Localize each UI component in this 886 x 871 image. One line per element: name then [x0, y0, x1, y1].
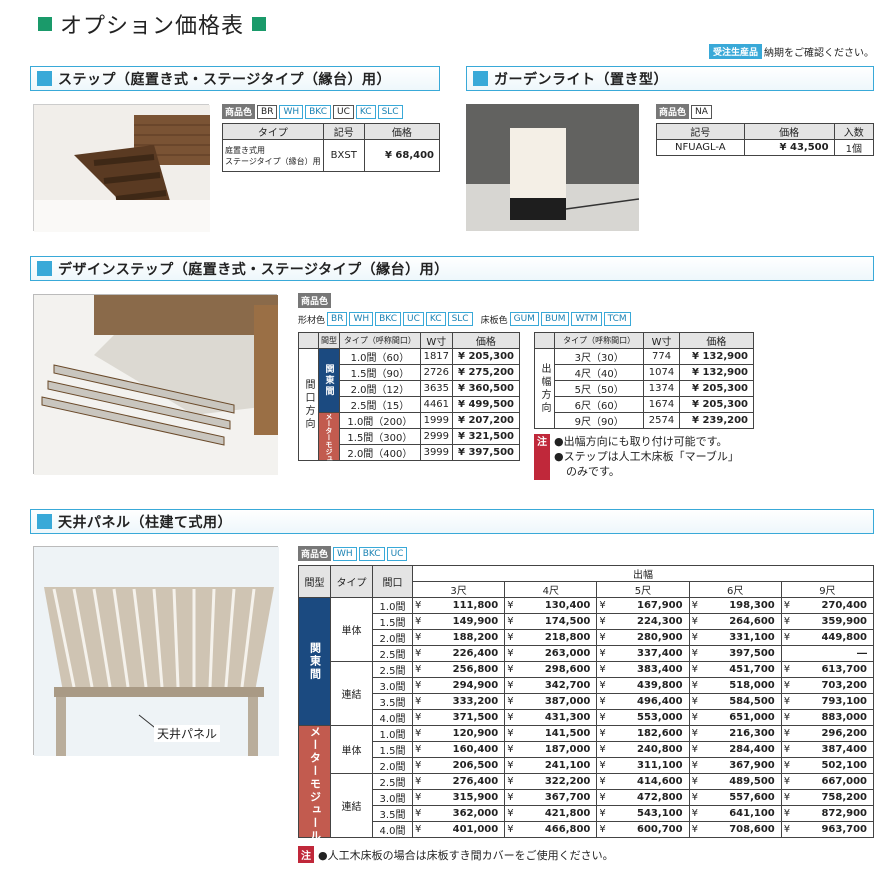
- color-chip: BKC: [375, 312, 401, 326]
- color-chip: WH: [349, 312, 374, 326]
- color-chip: UC: [333, 104, 354, 119]
- ceiling-photo: 天井パネル: [33, 546, 279, 756]
- header-square-icon: [37, 71, 52, 86]
- page-title: オプション価格表: [30, 8, 274, 40]
- color-chip: UC: [386, 546, 408, 561]
- step-photo: [33, 104, 210, 232]
- table-row: 2.5間¥226,400¥263,000¥337,400¥397,500―: [299, 645, 874, 662]
- table-row: 1.5間¥160,400¥187,000¥240,800¥284,400¥387…: [299, 741, 874, 758]
- design-step-note: 注 ●出幅方向にも取り付け可能です。●ステップは人工木床板「マーブル」のみです。: [534, 434, 764, 480]
- table-row: 2.0間¥188,200¥218,800¥280,900¥331,100¥449…: [299, 629, 874, 646]
- header-square-icon: [473, 71, 488, 86]
- design-color-row: 形材色 BR WH BKC UC KC SLC 床板色 GUM BUM WTM …: [298, 312, 631, 326]
- color-chip: WH: [279, 104, 304, 119]
- title-square-icon: [38, 17, 52, 31]
- table-row: 4.0間¥401,000¥466,800¥600,700¥708,600¥963…: [299, 821, 874, 838]
- callout-label: 天井パネル: [154, 725, 221, 742]
- color-chip: WTM: [571, 312, 602, 326]
- color-chip: BR: [327, 312, 348, 326]
- section-header-design-step: デザインステップ（庭置き式・ステージタイプ（縁台）用）: [30, 256, 874, 281]
- color-chip: KC: [425, 312, 446, 326]
- color-chip: WH: [333, 546, 357, 561]
- color-chip: SLC: [447, 312, 473, 326]
- color-chip: BUM: [540, 312, 570, 326]
- light-photo: [466, 104, 640, 231]
- table-row: 1.5間¥149,900¥174,500¥224,300¥264,600¥359…: [299, 613, 874, 630]
- design-step-image: [34, 295, 278, 475]
- title-square-icon: [252, 17, 267, 31]
- notice: 受注生産品 納期をご確認ください。: [708, 44, 874, 59]
- page-title-text: オプション価格表: [60, 14, 245, 39]
- notice-text: 納期をご確認ください。: [764, 48, 874, 59]
- section-header-step: ステップ（庭置き式・ステージタイプ（縁台）用）: [30, 66, 440, 91]
- color-chip: BR: [257, 104, 278, 119]
- color-chip: KC: [355, 104, 376, 119]
- color-chip: UC: [403, 312, 424, 326]
- table-row: 3.0間¥315,900¥367,700¥472,800¥557,600¥758…: [299, 789, 874, 806]
- color-chip: SLC: [377, 104, 403, 119]
- table-row: 3.0間¥294,900¥342,700¥439,800¥518,000¥703…: [299, 677, 874, 694]
- color-chip: NA: [691, 104, 712, 119]
- notice-tag: 受注生産品: [708, 44, 762, 59]
- light-color-row: 商品色 NA: [656, 104, 712, 119]
- ceiling-note: 注●人工木床板の場合は床板すき間カバーをご使用ください。: [298, 846, 614, 863]
- table-row: 4.0間¥371,500¥431,300¥553,000¥651,000¥883…: [299, 709, 874, 726]
- color-chip: BKC: [305, 104, 331, 119]
- color-chip: BKC: [358, 546, 385, 561]
- design-step-photo: [33, 294, 278, 475]
- ceiling-color-row: 商品色 WH BKC UC: [298, 546, 408, 561]
- light-image: [466, 104, 640, 231]
- table-row: 3.5間¥333,200¥387,000¥496,400¥584,500¥793…: [299, 693, 874, 710]
- step-image: [34, 105, 210, 232]
- design-color-label-row: 商品色: [298, 293, 332, 308]
- table-row: 3.5間¥362,000¥421,800¥543,100¥641,100¥872…: [299, 805, 874, 822]
- color-chip: TCM: [603, 312, 631, 326]
- header-square-icon: [37, 261, 52, 276]
- section-header-light: ガーデンライト（置き型）: [466, 66, 874, 91]
- table-row: 2.0間¥206,500¥241,100¥311,100¥367,900¥502…: [299, 757, 874, 774]
- ceiling-image: [34, 547, 279, 756]
- color-chip: GUM: [509, 312, 539, 326]
- step-color-row: 商品色 BR WH BKC UC KC SLC: [222, 104, 403, 119]
- header-square-icon: [37, 514, 52, 529]
- section-header-ceiling: 天井パネル（柱建て式用）: [30, 509, 874, 534]
